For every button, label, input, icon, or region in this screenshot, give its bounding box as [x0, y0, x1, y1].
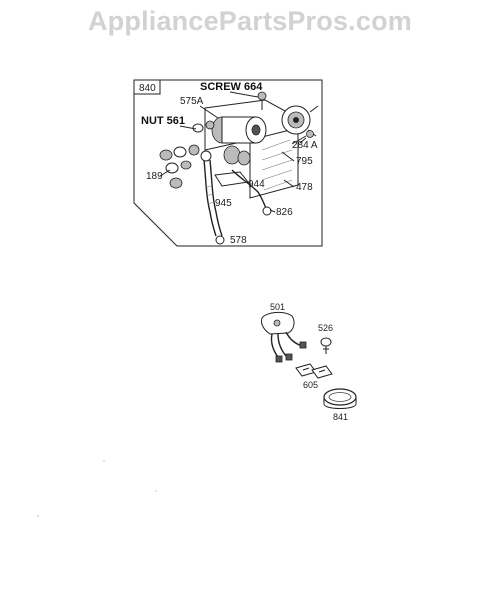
lower-parts: 501 526 605 841	[261, 302, 357, 422]
callout-826: 826	[276, 207, 293, 218]
wire-944	[214, 169, 272, 216]
site-watermark: AppliancePartsPros.com	[87, 6, 412, 36]
assembly-frame	[133, 79, 323, 247]
screw-284a	[299, 130, 314, 144]
callout-841: 841	[333, 412, 348, 422]
cable-945	[200, 150, 225, 245]
screw-526	[320, 337, 332, 354]
callout-575a: 575A	[180, 96, 204, 107]
rectifier-501	[261, 311, 307, 363]
callout-945: 945	[215, 198, 232, 209]
callout-605: 605	[303, 380, 318, 390]
screw-664	[257, 91, 267, 110]
rotor-gear	[281, 105, 319, 137]
callout-526: 526	[318, 323, 333, 333]
scan-specks	[37, 460, 157, 517]
callout-284a: 284 A	[292, 140, 318, 151]
callout-478: 478	[296, 182, 313, 193]
callout-944: 944	[248, 179, 265, 190]
callout-501: 501	[270, 302, 285, 312]
assembly-label-840: 840	[139, 83, 156, 94]
upper-assembly: 840	[133, 79, 323, 247]
callout-578: 578	[230, 235, 247, 246]
callout-795: 795	[296, 156, 313, 167]
callout-189: 189	[146, 171, 163, 182]
assembly-label-box	[133, 79, 161, 95]
clips-605	[295, 363, 333, 379]
clamp-841	[323, 388, 357, 409]
callout-screw-664: SCREW 664	[200, 81, 263, 93]
solenoid-body	[211, 116, 267, 166]
callout-nut-561: NUT 561	[141, 115, 185, 127]
